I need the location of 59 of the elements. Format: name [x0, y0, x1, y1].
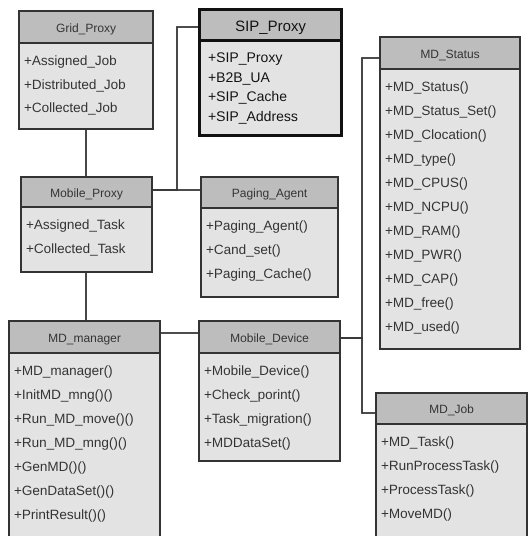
class-member: +Assigned_Job: [23, 52, 118, 70]
class-member: +PrintResult()(): [13, 506, 107, 524]
class-member: +SIP_Address: [207, 106, 299, 126]
class-member: +Run_MD_move()(): [13, 410, 135, 428]
class-member: +MD_Clocation(): [384, 126, 488, 144]
class-box: [198, 8, 343, 137]
connector-line: [161, 332, 198, 334]
class-member: +SIP_Proxy: [207, 48, 284, 67]
class-member: +MD_NCPU(): [384, 198, 470, 216]
class-box: [379, 36, 521, 350]
class-member: +MD_Task(): [380, 433, 456, 451]
class-member: +MD_Status(): [384, 78, 470, 96]
class-box: [198, 320, 341, 462]
class-box: [20, 176, 153, 273]
class-member: +Run_MD_mng()(): [13, 434, 128, 452]
class-member: +MD_CAP(): [384, 270, 460, 288]
class-member: +GenMD()(): [13, 458, 88, 476]
class-member: +MDDataSet(): [203, 434, 292, 452]
connector-line: [85, 273, 87, 320]
class-member: +Mobile_Device(): [203, 362, 310, 380]
class-member: +MoveMD(): [380, 505, 453, 523]
connector-line: [153, 189, 200, 191]
class-box: [8, 320, 161, 536]
class-member: +Paging_Cache(): [205, 265, 312, 283]
class-member: +InitMD_mng()(): [13, 386, 114, 404]
class-name: MD_Status: [381, 38, 519, 70]
class-member: +Collected_Task: [25, 240, 126, 258]
class-member: +Cand_set(): [205, 241, 282, 259]
connector-line: [341, 337, 375, 414]
class-box: [200, 176, 339, 298]
class-member: +MD_PWR(): [384, 246, 463, 264]
class-name: Mobile_Device: [200, 322, 339, 354]
class-name: Mobile_Proxy: [22, 178, 151, 208]
class-member: +MD_free(): [384, 294, 455, 312]
class-member: +SIP_Cache: [207, 87, 288, 106]
class-member: +ProcessTask(): [380, 481, 476, 499]
class-name: Paging_Agent: [202, 178, 337, 209]
class-name: Grid_Proxy: [20, 12, 152, 44]
connector-line: [85, 130, 87, 176]
class-member: +RunProcessTask(): [380, 457, 500, 475]
class-member: +MD_manager(): [13, 362, 114, 380]
class-member: +Distributed_Job: [23, 76, 127, 94]
class-name: MD_Job: [377, 394, 526, 425]
class-member: +MD_CPUS(): [384, 174, 469, 192]
class-name: MD_manager: [10, 322, 159, 354]
class-member: +Check_porint(): [203, 386, 302, 404]
class-box: [375, 392, 528, 536]
class-member: +MD_used(): [384, 318, 461, 336]
class-box: [18, 10, 154, 130]
class-name: SIP_Proxy: [201, 11, 340, 42]
class-member: +GenDataSet()(): [13, 482, 116, 500]
class-member: +Paging_Agent(): [205, 217, 309, 235]
class-member: +MD_RAM(): [384, 222, 462, 240]
class-member: +MD_Status_Set(): [384, 102, 498, 120]
class-member: +Collected_Job: [23, 99, 118, 117]
class-member: +MD_type(): [384, 150, 457, 168]
class-member: +Assigned_Task: [25, 216, 126, 234]
class-member: +Task_migration(): [203, 410, 313, 428]
class-member: +B2B_UA: [207, 68, 271, 87]
